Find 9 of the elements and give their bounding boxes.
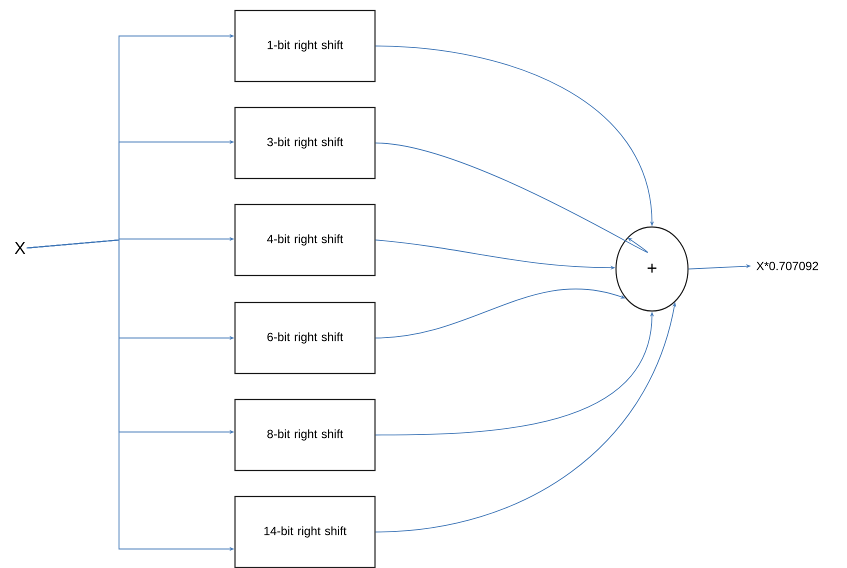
input-label: X	[14, 242, 26, 254]
shift-box: 3-bit right shift	[234, 106, 376, 180]
curved-arrow	[375, 142, 648, 253]
shift-box: 6-bit right shift	[234, 302, 376, 374]
shift-box: 8-bit right shift	[234, 398, 376, 472]
shift-box: 4-bit right shift	[234, 204, 376, 276]
shift-box: 1-bit right shift	[234, 10, 376, 82]
output-label: X*0.707092	[756, 262, 818, 270]
shift-box: 14-bit right shift	[234, 496, 376, 568]
